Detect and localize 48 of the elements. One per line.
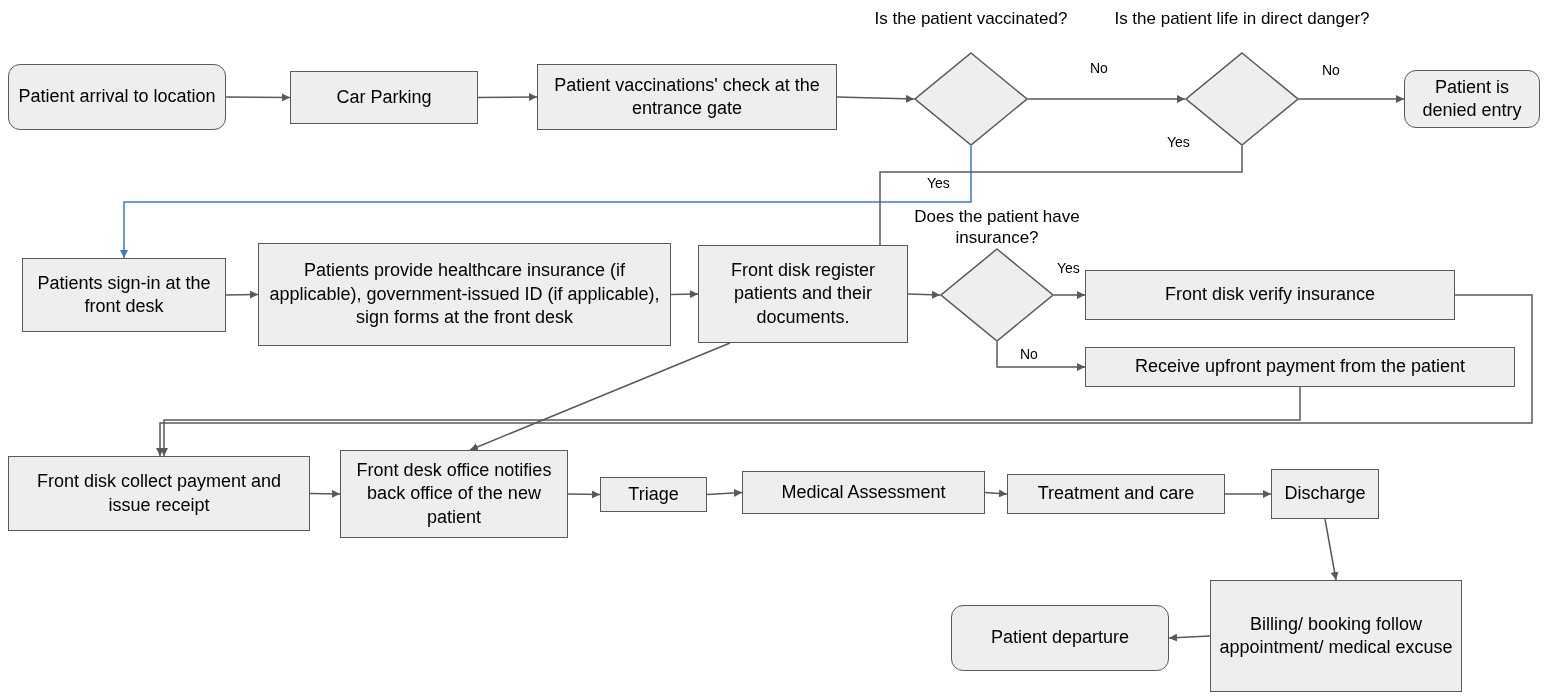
- process-box: Car Parking: [290, 71, 478, 124]
- edge-label: No: [1088, 60, 1110, 76]
- process-box: Front disk verify insurance: [1085, 270, 1455, 320]
- arrow: [309, 489, 341, 498]
- arrow: [156, 294, 1533, 457]
- arrow: [1053, 291, 1086, 299]
- terminal-box: Patient departure: [951, 605, 1169, 671]
- process-box: Receive upfront payment from the patient: [1085, 347, 1515, 387]
- arrow: [477, 93, 538, 102]
- arrow: [225, 290, 259, 299]
- edge-label: No: [1018, 346, 1040, 362]
- process-box: Patients sign-in at the front desk: [22, 258, 226, 332]
- arrow: [836, 94, 915, 103]
- process-box: Patient vaccinations' check at the entrance gate: [537, 64, 837, 130]
- edge-label: No: [1320, 62, 1342, 78]
- arrow: [670, 290, 699, 299]
- process-box: Front desk office notifies back office of the new patient: [340, 450, 568, 538]
- arrow: [160, 386, 1301, 457]
- decision-question: Does the patient have insurance?: [913, 206, 1081, 249]
- arrow: [1324, 518, 1339, 581]
- arrow: [225, 93, 291, 102]
- process-box: Treatment and care: [1007, 474, 1225, 514]
- arrow: [1224, 490, 1272, 498]
- process-box: Patients provide healthcare insurance (if applicable), government-issued ID (if applicable), sign forms at the front desk: [258, 243, 671, 346]
- decision-question: Is the patient life in direct danger?: [1113, 8, 1371, 30]
- process-box: Medical Assessment: [742, 471, 985, 514]
- arrow: [706, 488, 743, 497]
- arrow: [1168, 633, 1211, 642]
- arrow: [996, 341, 1086, 371]
- edge-label: Yes: [1055, 260, 1082, 276]
- process-box: Front disk register patients and their documents.: [698, 245, 908, 343]
- arrow: [567, 490, 601, 499]
- arrow: [120, 145, 972, 259]
- arrow: [984, 489, 1008, 498]
- arrow: [1027, 95, 1186, 103]
- process-box: Front disk collect payment and issue receipt: [8, 456, 310, 531]
- terminal-box: Patient arrival to location: [8, 64, 226, 130]
- process-box: Billing/ booking follow appointment/ medical excuse: [1210, 580, 1462, 692]
- arrow: [1298, 95, 1405, 103]
- process-box: Discharge: [1271, 469, 1379, 519]
- arrow: [469, 342, 731, 451]
- edge-label: Yes: [925, 175, 952, 191]
- connector-line: [879, 145, 1243, 246]
- edge-label: Yes: [1165, 134, 1192, 150]
- arrow: [907, 290, 941, 299]
- terminal-box: Patient is denied entry: [1404, 70, 1540, 128]
- decision-question: Is the patient vaccinated?: [873, 8, 1069, 30]
- process-box: Triage: [600, 477, 707, 512]
